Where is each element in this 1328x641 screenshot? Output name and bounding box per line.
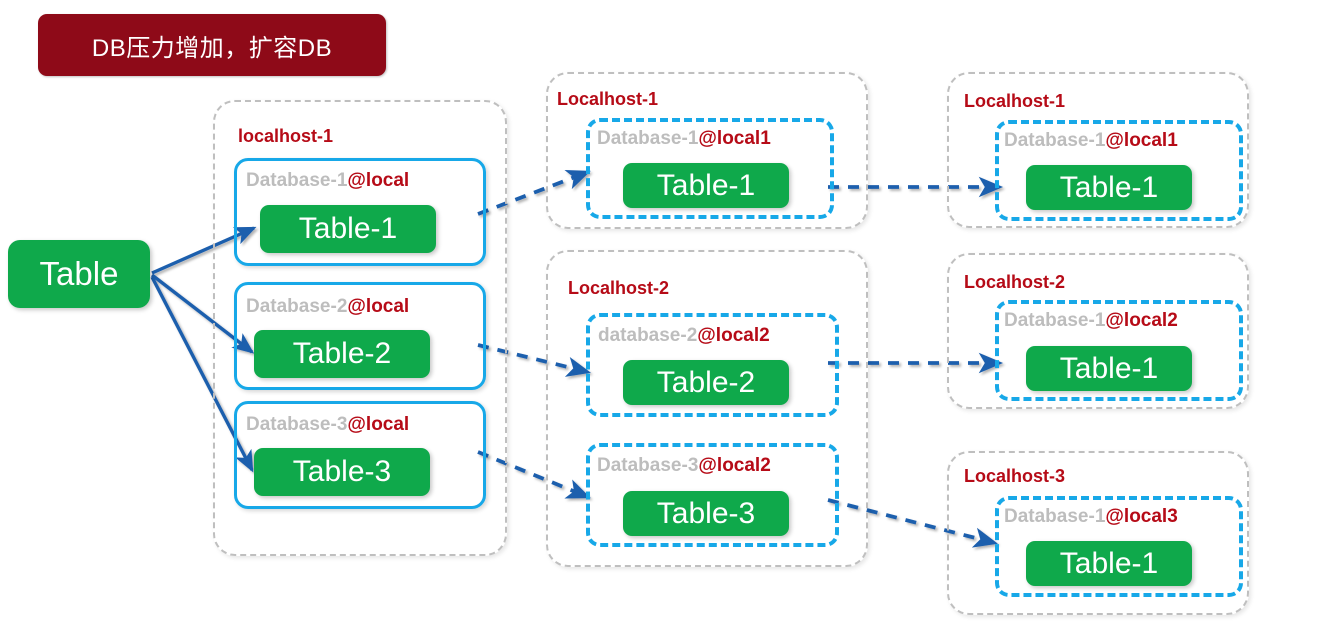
db-at-stage2-3: @local2	[698, 455, 771, 476]
db-label-stage3-3: Database-1@local3	[1004, 506, 1178, 528]
db-name-stage2-1: Database-1	[597, 128, 699, 149]
db-at-stage2-2: @local2	[697, 325, 770, 346]
db-name-stage3-2: Database-1	[1004, 310, 1106, 331]
title-banner: DB压力增加，扩容DB	[38, 14, 386, 76]
db-box-stage1-1[interactable]	[234, 158, 486, 266]
db-box-stage1-3[interactable]	[234, 401, 486, 509]
root-table-node[interactable]: Table	[8, 240, 150, 308]
table-label-stage1-3: Table-3	[292, 455, 392, 488]
host-label-localhost-3-stage3: Localhost-3	[964, 466, 1066, 486]
table-node-stage3-3[interactable]: Table-1	[1026, 541, 1192, 586]
db-at-stage2-1: @local1	[698, 128, 771, 149]
table-label-stage3-2: Table-1	[1059, 351, 1159, 385]
host-container-localhost-3-stage3	[947, 451, 1249, 615]
table-label-stage3-3: Table-1	[1059, 546, 1159, 580]
db-name-stage3-3: Database-1	[1004, 506, 1106, 527]
table-label-stage3-1: Table-1	[1059, 170, 1159, 204]
db-name-stage3-1: Database-1	[1004, 130, 1106, 151]
host-label-localhost-1-stage2: Localhost-1	[557, 89, 659, 109]
db-at-stage3-1: @local1	[1105, 130, 1178, 151]
db-label-stage2-1: Database-1@local1	[597, 128, 771, 150]
db-box-stage1-2[interactable]	[234, 282, 486, 390]
db-label-stage2-2: database-2@local2	[598, 325, 770, 347]
db-box-stage3-1[interactable]	[995, 120, 1243, 221]
db-name-stage2-2: database-2	[598, 325, 698, 346]
db-box-stage3-2[interactable]	[995, 300, 1243, 401]
host-label-localhost-1-stage1: localhost-1	[238, 126, 334, 146]
db-at-stage1-3: @local	[347, 414, 410, 435]
db-label-stage1-2: Database-2@local	[246, 296, 409, 318]
table-node-stage1-1[interactable]: Table-1	[260, 205, 436, 253]
db-box-stage3-3[interactable]	[995, 496, 1243, 597]
host-label-localhost-1-stage3: Localhost-1	[964, 91, 1066, 111]
db-label-stage2-3: Database-3@local2	[597, 455, 771, 477]
title-banner-text: DB压力增加，扩容DB	[91, 34, 333, 62]
table-node-stage3-2[interactable]: Table-1	[1026, 346, 1192, 391]
root-table-label: Table	[39, 255, 119, 292]
table-node-stage2-3[interactable]: Table-3	[623, 491, 789, 536]
host-label-localhost-2-stage2: Localhost-2	[568, 278, 670, 298]
db-at-stage3-3: @local3	[1105, 506, 1178, 527]
db-at-stage1-2: @local	[347, 296, 410, 317]
host-container-localhost-1-stage3	[947, 72, 1249, 228]
db-label-stage3-1: Database-1@local1	[1004, 130, 1178, 152]
db-label-stage1-1: Database-1@local	[246, 170, 409, 192]
host-label-localhost-2-stage3: Localhost-2	[964, 272, 1066, 292]
table-label-stage1-1: Table-1	[298, 212, 398, 245]
table-node-stage1-3[interactable]: Table-3	[254, 448, 430, 496]
host-container-localhost-2-stage2	[546, 250, 868, 567]
table-label-stage1-2: Table-2	[292, 337, 392, 370]
host-container-localhost-2-stage3	[947, 253, 1249, 409]
table-node-stage2-1[interactable]: Table-1	[623, 163, 789, 208]
db-label-stage3-2: Database-1@local2	[1004, 310, 1178, 332]
db-at-stage1-1: @local	[347, 170, 410, 191]
db-box-stage2-1[interactable]	[586, 118, 834, 219]
db-at-stage3-2: @local2	[1105, 310, 1178, 331]
table-node-stage1-2[interactable]: Table-2	[254, 330, 430, 378]
table-node-stage3-1[interactable]: Table-1	[1026, 165, 1192, 210]
db-box-stage2-2[interactable]	[586, 313, 839, 417]
db-name-stage1-3: Database-3	[246, 414, 348, 435]
db-name-stage1-1: Database-1	[246, 170, 348, 191]
host-container-localhost-1-stage1	[213, 100, 507, 556]
table-node-stage2-2[interactable]: Table-2	[623, 360, 789, 405]
table-label-stage2-3: Table-3	[656, 496, 756, 530]
table-label-stage2-1: Table-1	[656, 168, 756, 202]
db-name-stage1-2: Database-2	[246, 296, 348, 317]
table-label-stage2-2: Table-2	[656, 365, 756, 399]
host-container-localhost-1-stage2	[546, 72, 868, 229]
db-name-stage2-3: Database-3	[597, 455, 699, 476]
db-label-stage1-3: Database-3@local	[246, 414, 409, 436]
db-box-stage2-3[interactable]	[586, 443, 839, 547]
